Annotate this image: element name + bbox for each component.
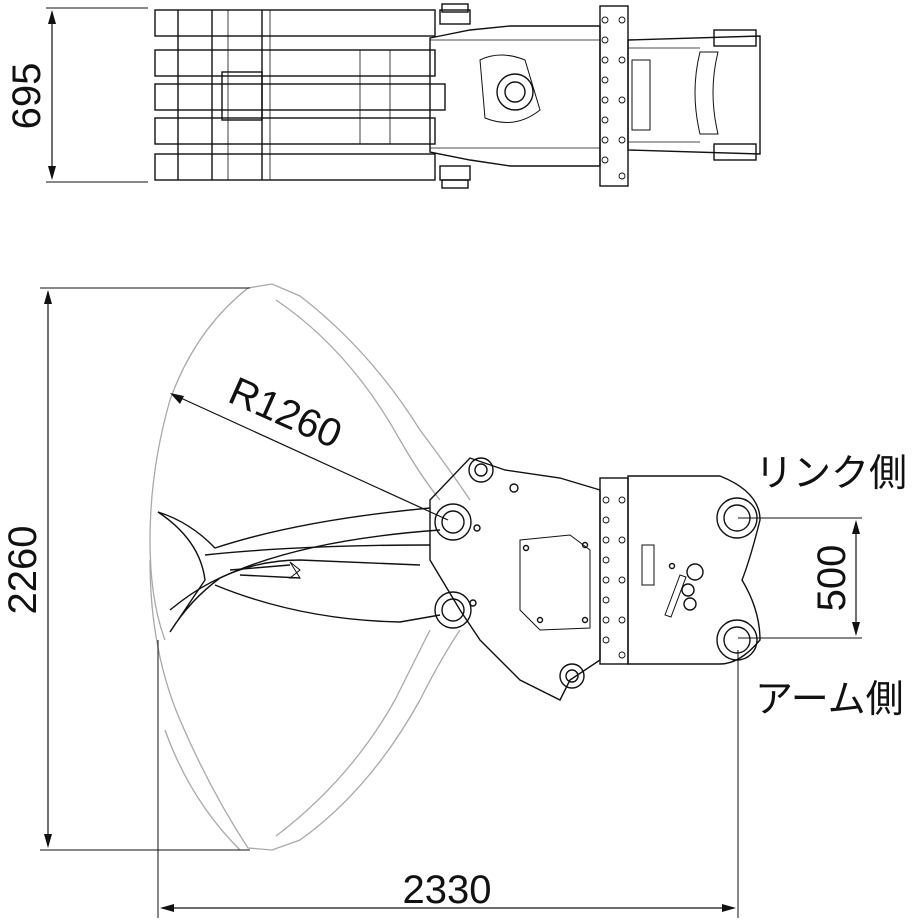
dim-width-bottom: 2330 [403,868,492,912]
label-arm-side: アーム側 [755,677,904,721]
label-link-side: リンク側 [755,451,907,495]
top-view [46,3,761,189]
dim-height: 2260 [1,526,45,615]
open-tine-ghost [149,283,471,851]
dim-radius: R1260 [222,369,348,457]
dim-width-top: 695 [5,63,49,130]
side-view [40,283,862,918]
dim-pin-spacing: 500 [810,545,854,612]
